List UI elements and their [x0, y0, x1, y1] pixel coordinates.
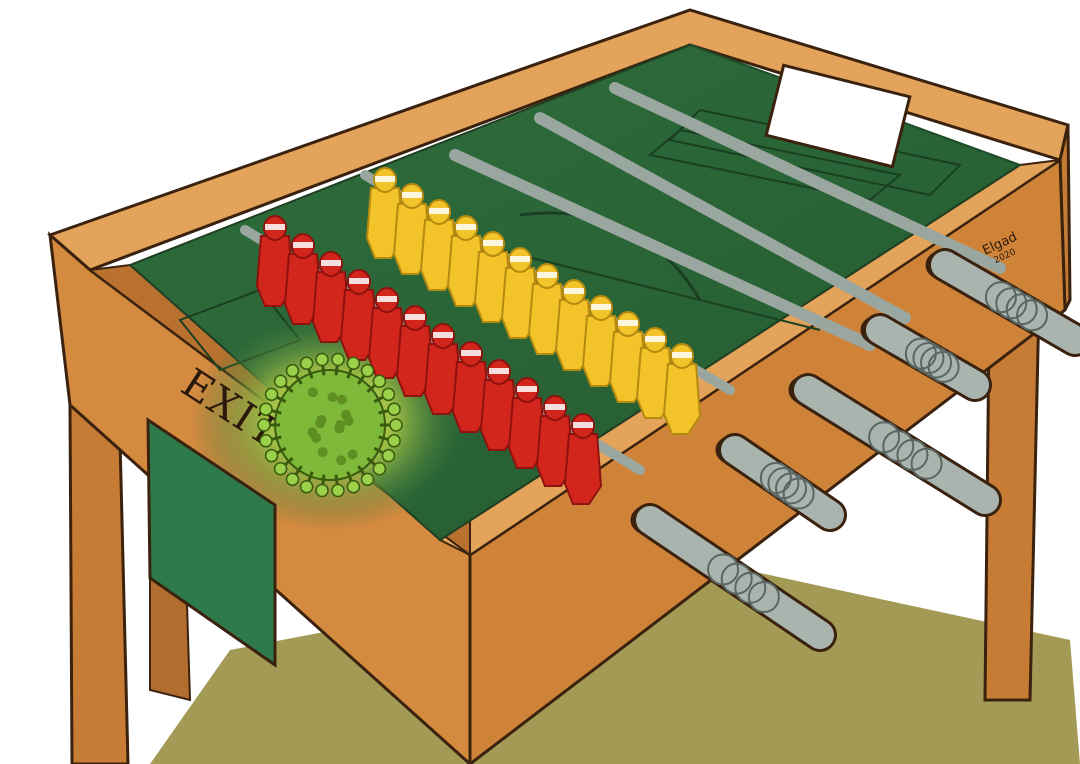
yellow-player — [365, 167, 405, 259]
rod-handle — [715, 433, 847, 532]
virus-spike-tip — [346, 479, 361, 494]
virus-spike-tip — [387, 434, 401, 448]
yellow-player — [419, 199, 459, 291]
yellow-player — [446, 215, 486, 307]
virus-spike-tip — [331, 483, 345, 498]
yellow-player — [500, 247, 540, 339]
red-player — [507, 377, 547, 469]
rod-handle — [860, 313, 992, 402]
virus-spike-tip — [315, 352, 329, 367]
players — [255, 167, 702, 505]
virus-spike-tip — [360, 363, 375, 378]
virus-spike-tip — [273, 374, 288, 388]
rod-handle — [925, 248, 1080, 357]
virus-spot — [327, 392, 338, 403]
yellow-player — [608, 311, 648, 403]
virus-spot — [316, 414, 327, 425]
virus-spot — [336, 455, 347, 466]
virus-spike-tip — [381, 387, 396, 402]
virus-spike-tip — [381, 448, 396, 463]
rod-handle — [630, 503, 837, 652]
virus-spike-tip — [387, 402, 401, 416]
red-player — [255, 215, 295, 307]
red-player — [367, 287, 407, 379]
virus-spike-tip — [360, 472, 375, 487]
virus-spot — [317, 447, 328, 458]
virus-spike-tip — [264, 448, 279, 463]
yellow-player — [554, 279, 594, 371]
yellow-player — [662, 343, 702, 435]
virus-spike-tip — [389, 418, 403, 432]
virus-spike-tip — [259, 402, 273, 416]
virus-spike-tip — [273, 462, 288, 476]
red-player — [311, 251, 351, 343]
handles — [630, 248, 1080, 652]
virus-spike-tip — [285, 363, 300, 378]
virus-spike-tip — [372, 462, 387, 476]
yellow-player — [392, 183, 432, 275]
virus-spot — [307, 387, 318, 398]
red-player — [479, 359, 519, 451]
virus-spike-tip — [285, 472, 300, 487]
red-player — [395, 305, 435, 397]
virus-spike-tip — [346, 356, 361, 371]
yellow-player — [527, 263, 567, 355]
red-player — [423, 323, 463, 415]
virus-spot — [336, 394, 347, 405]
virus-spike-tip — [299, 356, 314, 371]
red-player — [535, 395, 575, 487]
yellow-player — [473, 231, 513, 323]
red-player — [339, 269, 379, 361]
red-player — [283, 233, 323, 325]
virus-spike-tip — [257, 418, 271, 432]
virus-spike-tip — [372, 374, 387, 388]
virus-icon — [257, 352, 403, 498]
virus-spot — [334, 423, 345, 434]
rod-handle — [788, 373, 1002, 517]
back-goal — [764, 63, 912, 169]
virus-spot — [347, 449, 358, 460]
virus-spike-tip — [264, 387, 279, 402]
exit-goal — [146, 417, 277, 668]
virus-spike-tip — [315, 483, 329, 498]
virus-spike-tip — [259, 434, 273, 448]
virus-spike-tip — [299, 479, 314, 494]
virus-spot — [307, 427, 318, 438]
yellow-player — [581, 295, 621, 387]
virus-spike-tip — [331, 352, 345, 367]
red-player — [451, 341, 491, 433]
red-player — [563, 413, 603, 505]
virus-spot — [343, 415, 354, 426]
floor-shadow — [150, 560, 1080, 764]
yellow-player — [635, 327, 675, 419]
